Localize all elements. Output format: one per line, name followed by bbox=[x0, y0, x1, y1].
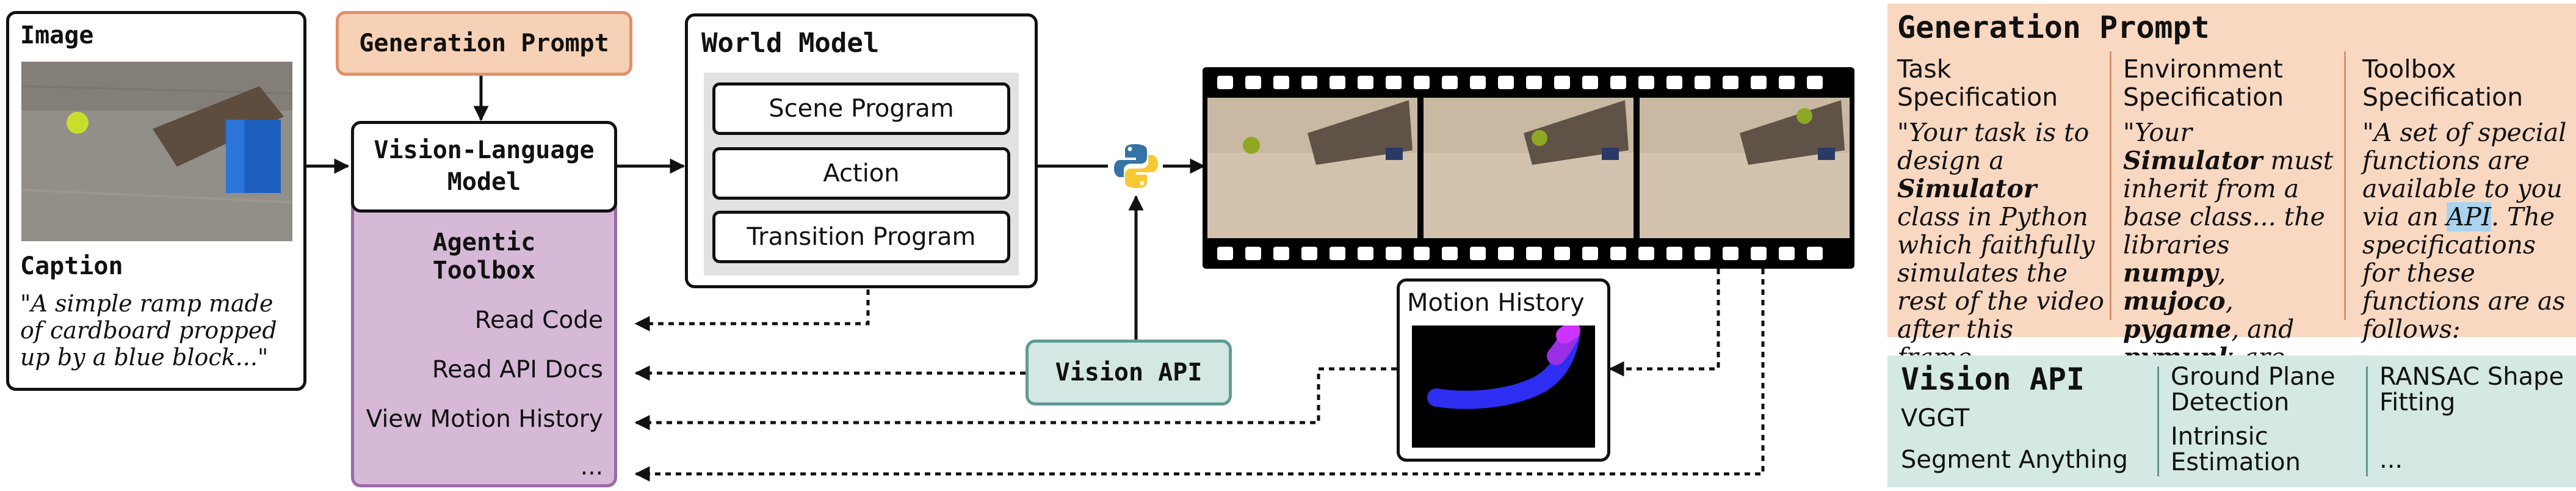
dotted-film-to-ellipsis bbox=[634, 269, 1765, 482]
sim-frame-2 bbox=[1424, 98, 1634, 238]
motion-history-title: Motion History bbox=[1407, 289, 1585, 317]
video-filmstrip bbox=[1203, 67, 1854, 269]
api-segment-anything: Segment Anything bbox=[1901, 446, 2128, 474]
prompt-trailing-dot: . bbox=[1897, 309, 1905, 337]
toolbox-view-motion-history: View Motion History bbox=[366, 406, 603, 433]
transition-program-item: Transition Program bbox=[712, 211, 1010, 263]
action-item: Action bbox=[712, 147, 1010, 200]
prompt-divider-1 bbox=[2110, 51, 2111, 320]
dotted-world-to-readcode bbox=[634, 289, 870, 332]
api-panel: Vision API VGGT Segment Anything Ground … bbox=[1887, 355, 2576, 487]
python-icon bbox=[1114, 144, 1158, 188]
agentic-toolbox: Agentic Toolbox Read Code Read API Docs … bbox=[351, 178, 617, 487]
api-ransac-shape-fitting: RANSAC Shape Fitting bbox=[2379, 363, 2564, 416]
toolbox-title-line1: Agentic bbox=[432, 228, 536, 256]
toolbox-spec-text: "A set of special functions are availabl… bbox=[2362, 118, 2567, 344]
motion-history-plot bbox=[1412, 322, 1595, 448]
image-panel: Image Caption "A simple ramp made of car… bbox=[6, 11, 306, 391]
world-model-title: World Model bbox=[701, 27, 880, 59]
film-perforations-top bbox=[1217, 76, 1823, 89]
sim-frame-1 bbox=[1207, 98, 1417, 238]
env-spec-heading: Environment Specification bbox=[2123, 54, 2284, 112]
vlm-label-line2: Model bbox=[447, 168, 521, 196]
vision-api-box: Vision API bbox=[1026, 340, 1232, 406]
api-ellipsis: ... bbox=[2379, 446, 2403, 474]
motion-history-box: Motion History bbox=[1397, 278, 1610, 462]
world-model-box: World Model Scene Program Action Transit… bbox=[685, 13, 1038, 288]
api-intrinsic-estimation: Intrinsic Estimation bbox=[2171, 423, 2301, 476]
toolbox-title-line2: Toolbox bbox=[432, 256, 536, 285]
toolbox-spec-heading: Toolbox Specification bbox=[2362, 54, 2524, 112]
toolbox-ellipsis: ... bbox=[580, 453, 603, 481]
toolbox-read-code: Read Code bbox=[474, 307, 603, 334]
film-perforations-bottom bbox=[1217, 247, 1823, 260]
input-frame-drawing bbox=[21, 62, 292, 241]
api-divider-2 bbox=[2366, 366, 2368, 476]
world-model-inner: Scene Program Action Transition Program bbox=[704, 73, 1019, 275]
api-divider-1 bbox=[2157, 366, 2159, 476]
api-vggt: VGGT bbox=[1901, 404, 1970, 432]
generation-prompt-box: Generation Prompt bbox=[336, 11, 632, 76]
motion-trace bbox=[1427, 322, 1580, 409]
toolbox-read-api-docs: Read API Docs bbox=[432, 356, 603, 384]
prompt-panel: Generation Prompt Task Specification "Yo… bbox=[1887, 4, 2576, 399]
vision-language-model: Vision-Language Model bbox=[351, 121, 617, 213]
api-ground-plane-detection: Ground Plane Detection bbox=[2171, 363, 2335, 416]
caption-title: Caption bbox=[20, 252, 123, 280]
dotted-motion-to-toolbox bbox=[634, 367, 1397, 431]
caption-text: "A simple ramp made of cardboard propped… bbox=[20, 290, 277, 371]
prompt-divider-2 bbox=[2344, 51, 2346, 320]
filmstrip-drawing bbox=[1207, 76, 1850, 260]
scene-program-item: Scene Program bbox=[712, 82, 1010, 135]
prompt-panel-title: Generation Prompt bbox=[1897, 10, 2210, 45]
task-spec-heading: Task Specification bbox=[1897, 54, 2058, 112]
sim-frame-3 bbox=[1640, 98, 1850, 238]
api-panel-title: Vision API bbox=[1901, 362, 2085, 397]
task-spec-text: "Your task is to design a Simulator clas… bbox=[1897, 118, 2104, 371]
vlm-label-line1: Vision-Language bbox=[374, 136, 595, 164]
dotted-film-to-motion bbox=[1608, 269, 1720, 377]
image-title: Image bbox=[20, 21, 94, 49]
input-frame-image bbox=[21, 62, 292, 241]
